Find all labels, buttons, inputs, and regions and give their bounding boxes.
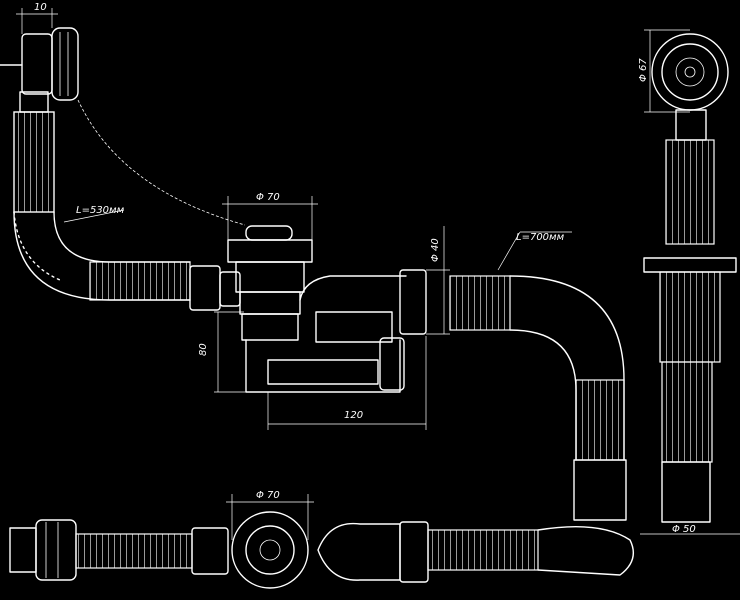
overflow-hose-length: L=530мм (76, 205, 125, 216)
overflow-hose (13, 111, 191, 301)
top-view: Φ 70 (9, 490, 634, 589)
drain-hose-length: L=700мм (516, 232, 565, 243)
dim-height: 80 (198, 311, 246, 393)
dim-outlet-top: Φ 70 (256, 192, 280, 203)
drain-hose (449, 275, 627, 521)
dim-outlet-bottom: Φ 70 (256, 490, 280, 501)
dim-height-text: 80 (198, 343, 209, 356)
dim-length: 120 (267, 336, 427, 430)
side-view: Φ 67 Φ 50 (638, 29, 740, 535)
front-view: 10 L=530мм Φ 70 (0, 2, 627, 521)
overflow-fitting (0, 27, 79, 113)
dim-top: 10 (16, 2, 58, 34)
dim-overflow-text: Φ 67 (638, 58, 649, 82)
trap-body (245, 269, 427, 393)
dim-outlet-end-text: Φ 50 (672, 524, 696, 535)
dim-length-text: 120 (344, 410, 363, 421)
dim-pipe-text: Φ 40 (430, 238, 441, 262)
drain-outlet: Φ 70 (222, 192, 318, 341)
dim-top-text: 10 (34, 2, 47, 13)
dim-pipe: Φ 40 (426, 226, 450, 335)
